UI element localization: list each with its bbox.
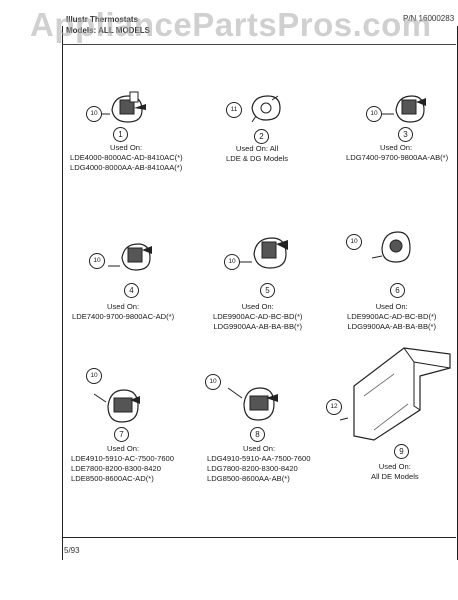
model-line: LDE8500-8600AC-AD(*) <box>71 474 154 483</box>
footer-rule <box>62 537 456 538</box>
used-on-label: Used On: <box>243 444 276 453</box>
part-number-circle: 2 <box>254 129 269 144</box>
part-number-circle: 8 <box>250 427 265 442</box>
callout-10: 10 <box>86 106 102 122</box>
part-number-circle: 5 <box>260 283 275 298</box>
thermostat-drawing-7 <box>93 389 140 423</box>
used-on-block: Used On: LDE4000-8000AC-AD-8410AC(*) LDG… <box>70 143 183 173</box>
thermostat-drawing-1 <box>98 91 146 123</box>
callout-11: 11 <box>226 102 242 118</box>
model-line: LDG9900AA-AB-BA-BB(*) <box>347 322 437 331</box>
model-line: LDE4000-8000AC-AD-8410AC(*) <box>70 153 183 162</box>
bracket-drawing-9 <box>339 347 451 441</box>
model-line: LDG7400-9700-9800AA-AB(*) <box>346 153 449 162</box>
part-number: P/N 16000283 <box>403 14 455 23</box>
model-line: LDG4000-8000AA-AB-8410AA(*) <box>70 163 183 172</box>
callout-10: 10 <box>205 374 221 390</box>
used-on-block: Used On: All LDE & DG Models <box>226 144 288 164</box>
used-on-block: Used On: LDG7400-9700-9800AA-AB(*) <box>346 143 448 163</box>
model-line: LDG8500-8600AA-AB(*) <box>207 474 290 483</box>
model-line: LDG4910-5910-AA-7500-7600 <box>207 454 311 463</box>
callout-10: 10 <box>224 254 240 270</box>
thermostat-drawing-2 <box>251 95 281 123</box>
used-on-label: Used On: <box>241 302 274 311</box>
part-number-circle: 9 <box>394 444 409 459</box>
callout-10: 10 <box>86 368 102 384</box>
used-on-label: Used On: <box>380 143 413 152</box>
used-on-block: Used On: All DE Models <box>371 462 419 482</box>
used-on-block: Used On: LDE9900AC-AD-BC-BD(*) LDG9900AA… <box>213 302 302 332</box>
model-line: LDE7400-9700-9800AC-AD(*) <box>72 312 175 321</box>
model-line: LDE9900AC-AD-BC-BD(*) <box>347 312 437 321</box>
used-on-label: Used On: <box>107 302 140 311</box>
thermostat-drawing-5 <box>240 237 288 269</box>
header-illustration-title: Illustr Thermostats <box>66 15 139 24</box>
part-number-circle: 7 <box>114 427 129 442</box>
callout-10: 10 <box>346 234 362 250</box>
callout-10: 10 <box>89 253 105 269</box>
model-line: LDE & DG Models <box>226 154 289 163</box>
footer-date: 5/93 <box>64 546 80 555</box>
used-on-block: Used On: LDE4910-5910-AC-7500-7600 LDE78… <box>71 444 174 484</box>
model-line: All DE Models <box>371 472 419 481</box>
callout-10: 10 <box>366 106 382 122</box>
used-on-label: Used On: <box>110 143 143 152</box>
used-on-label: Used On: All <box>235 144 279 153</box>
header-rule <box>62 44 456 45</box>
used-on-block: Used On: LDE9900AC-AD-BC-BD(*) LDG9900AA… <box>347 302 436 332</box>
used-on-block: Used On: LDE7400-9700-9800AC-AD(*) <box>72 302 174 322</box>
thermostat-drawing-4 <box>108 243 152 271</box>
watermark: AppliancePartsPros.com <box>30 6 432 43</box>
model-line: LDE7800-8200-8300-8420 <box>71 464 161 473</box>
callout-12: 12 <box>326 399 342 415</box>
used-on-label: Used On: <box>375 302 408 311</box>
part-number-circle: 1 <box>113 127 128 142</box>
part-number-circle: 3 <box>398 127 413 142</box>
model-line: LDE4910-5910-AC-7500-7600 <box>71 454 175 463</box>
thermostat-drawing-6 <box>371 231 411 263</box>
header-models: Models: ALL MODELS <box>66 26 150 35</box>
model-line: LDE9900AC-AD-BC-BD(*) <box>213 312 303 321</box>
model-line: LDG9900AA-AB-BA-BB(*) <box>213 322 303 331</box>
used-on-label: Used On: <box>107 444 140 453</box>
used-on-block: Used On: LDG4910-5910-AA-7500-7600 LDG78… <box>207 444 310 484</box>
thermostat-drawing-3 <box>382 95 426 123</box>
part-number-circle: 6 <box>390 283 405 298</box>
thermostat-drawing-8 <box>227 387 278 421</box>
used-on-label: Used On: <box>378 462 411 471</box>
part-number-circle: 4 <box>124 283 139 298</box>
model-line: LDG7800-8200-8300-8420 <box>207 464 298 473</box>
page-header: Illustr Thermostats Models: ALL MODELS <box>66 14 150 36</box>
